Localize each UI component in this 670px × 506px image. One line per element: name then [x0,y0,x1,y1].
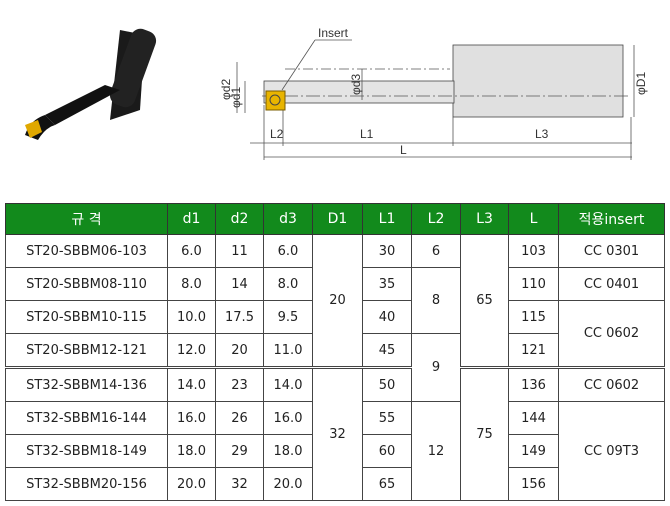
cell-L: 136 [508,366,559,402]
cell-d1: 14.0 [167,366,216,402]
cell-spec: ST20-SBBM08-110 [5,267,168,301]
dim-D1: φD1 [634,72,648,95]
cell-L: 121 [508,333,559,368]
col-L3: L3 [460,203,509,235]
cell-L: 144 [508,401,559,435]
cell-L2: 9 [411,333,461,402]
cell-L2: 6 [411,234,461,268]
cell-spec: ST32-SBBM16-144 [5,401,168,435]
cell-D1: 20 [312,234,363,368]
col-L: L [508,203,559,235]
dim-d3: φd3 [349,74,363,95]
cell-d3: 14.0 [263,366,313,402]
cell-L2: 8 [411,267,461,334]
cell-d3: 6.0 [263,234,313,268]
cell-L: 115 [508,300,559,334]
dim-L3: L3 [535,127,549,141]
cell-spec: ST20-SBBM06-103 [5,234,168,268]
cell-L1: 45 [362,333,412,368]
cell-d2: 29 [215,434,264,468]
cell-L: 156 [508,467,559,501]
col-insert: 적용insert [558,203,665,235]
cell-d1: 16.0 [167,401,216,435]
cell-L: 103 [508,234,559,268]
cell-d1: 6.0 [167,234,216,268]
cell-d1: 8.0 [167,267,216,301]
spec-table: 규 격 d1 d2 d3 D1 L1 L2 L3 L 적용insert ST20… [5,203,665,501]
cell-d1: 10.0 [167,300,216,334]
cell-L1: 30 [362,234,412,268]
cell-d2: 20 [215,333,264,368]
dim-d1: φd1 [229,87,243,108]
header-row: 규 격 d1 d2 d3 D1 L1 L2 L3 L 적용insert [5,203,665,235]
cell-d2: 26 [215,401,264,435]
cell-d1: 12.0 [167,333,216,368]
cell-insert: CC 0401 [558,267,665,301]
insert-label: Insert [318,26,349,40]
cell-spec: ST32-SBBM18-149 [5,434,168,468]
cell-d2: 14 [215,267,264,301]
cell-L3: 65 [460,234,509,368]
cell-L3: 75 [460,366,509,501]
col-d3: d3 [263,203,313,235]
dim-L1: L1 [360,127,374,141]
cell-d2: 11 [215,234,264,268]
cell-L1: 60 [362,434,412,468]
col-L2: L2 [411,203,461,235]
dim-L: L [400,143,407,157]
col-d1: d1 [167,203,216,235]
cell-L1: 50 [362,366,412,402]
dim-L2: L2 [270,127,284,141]
cell-insert: CC 09T3 [558,401,665,501]
cell-spec: ST20-SBBM10-115 [5,300,168,334]
col-L1: L1 [362,203,412,235]
cell-d2: 23 [215,366,264,402]
tool-photo [25,28,157,140]
cell-L1: 65 [362,467,412,501]
cell-L1: 55 [362,401,412,435]
cell-spec: ST20-SBBM12-121 [5,333,168,368]
cell-spec: ST32-SBBM20-156 [5,467,168,501]
cell-insert: CC 0602 [558,300,665,368]
cell-L1: 40 [362,300,412,334]
cell-d2: 32 [215,467,264,501]
cell-D1: 32 [312,366,363,501]
cell-d2: 17.5 [215,300,264,334]
cell-L1: 35 [362,267,412,301]
cell-d3: 18.0 [263,434,313,468]
cell-L: 110 [508,267,559,301]
cell-insert: CC 0602 [558,366,665,402]
cell-d3: 11.0 [263,333,313,368]
col-d2: d2 [215,203,264,235]
cell-L2: 12 [411,401,461,501]
tool-drawing: Insert L2 L1 L3 L φd2 φd1 φd3 φD1 [25,26,648,160]
cell-L: 149 [508,434,559,468]
cell-d3: 9.5 [263,300,313,334]
cell-spec: ST32-SBBM14-136 [5,366,168,402]
dim-d2: φd2 [219,79,233,100]
cell-d1: 20.0 [167,467,216,501]
cell-d3: 8.0 [263,267,313,301]
col-D1: D1 [312,203,363,235]
cell-d3: 16.0 [263,401,313,435]
cell-d3: 20.0 [263,467,313,501]
cell-d1: 18.0 [167,434,216,468]
cell-insert: CC 0301 [558,234,665,268]
col-spec: 규 격 [5,203,168,235]
